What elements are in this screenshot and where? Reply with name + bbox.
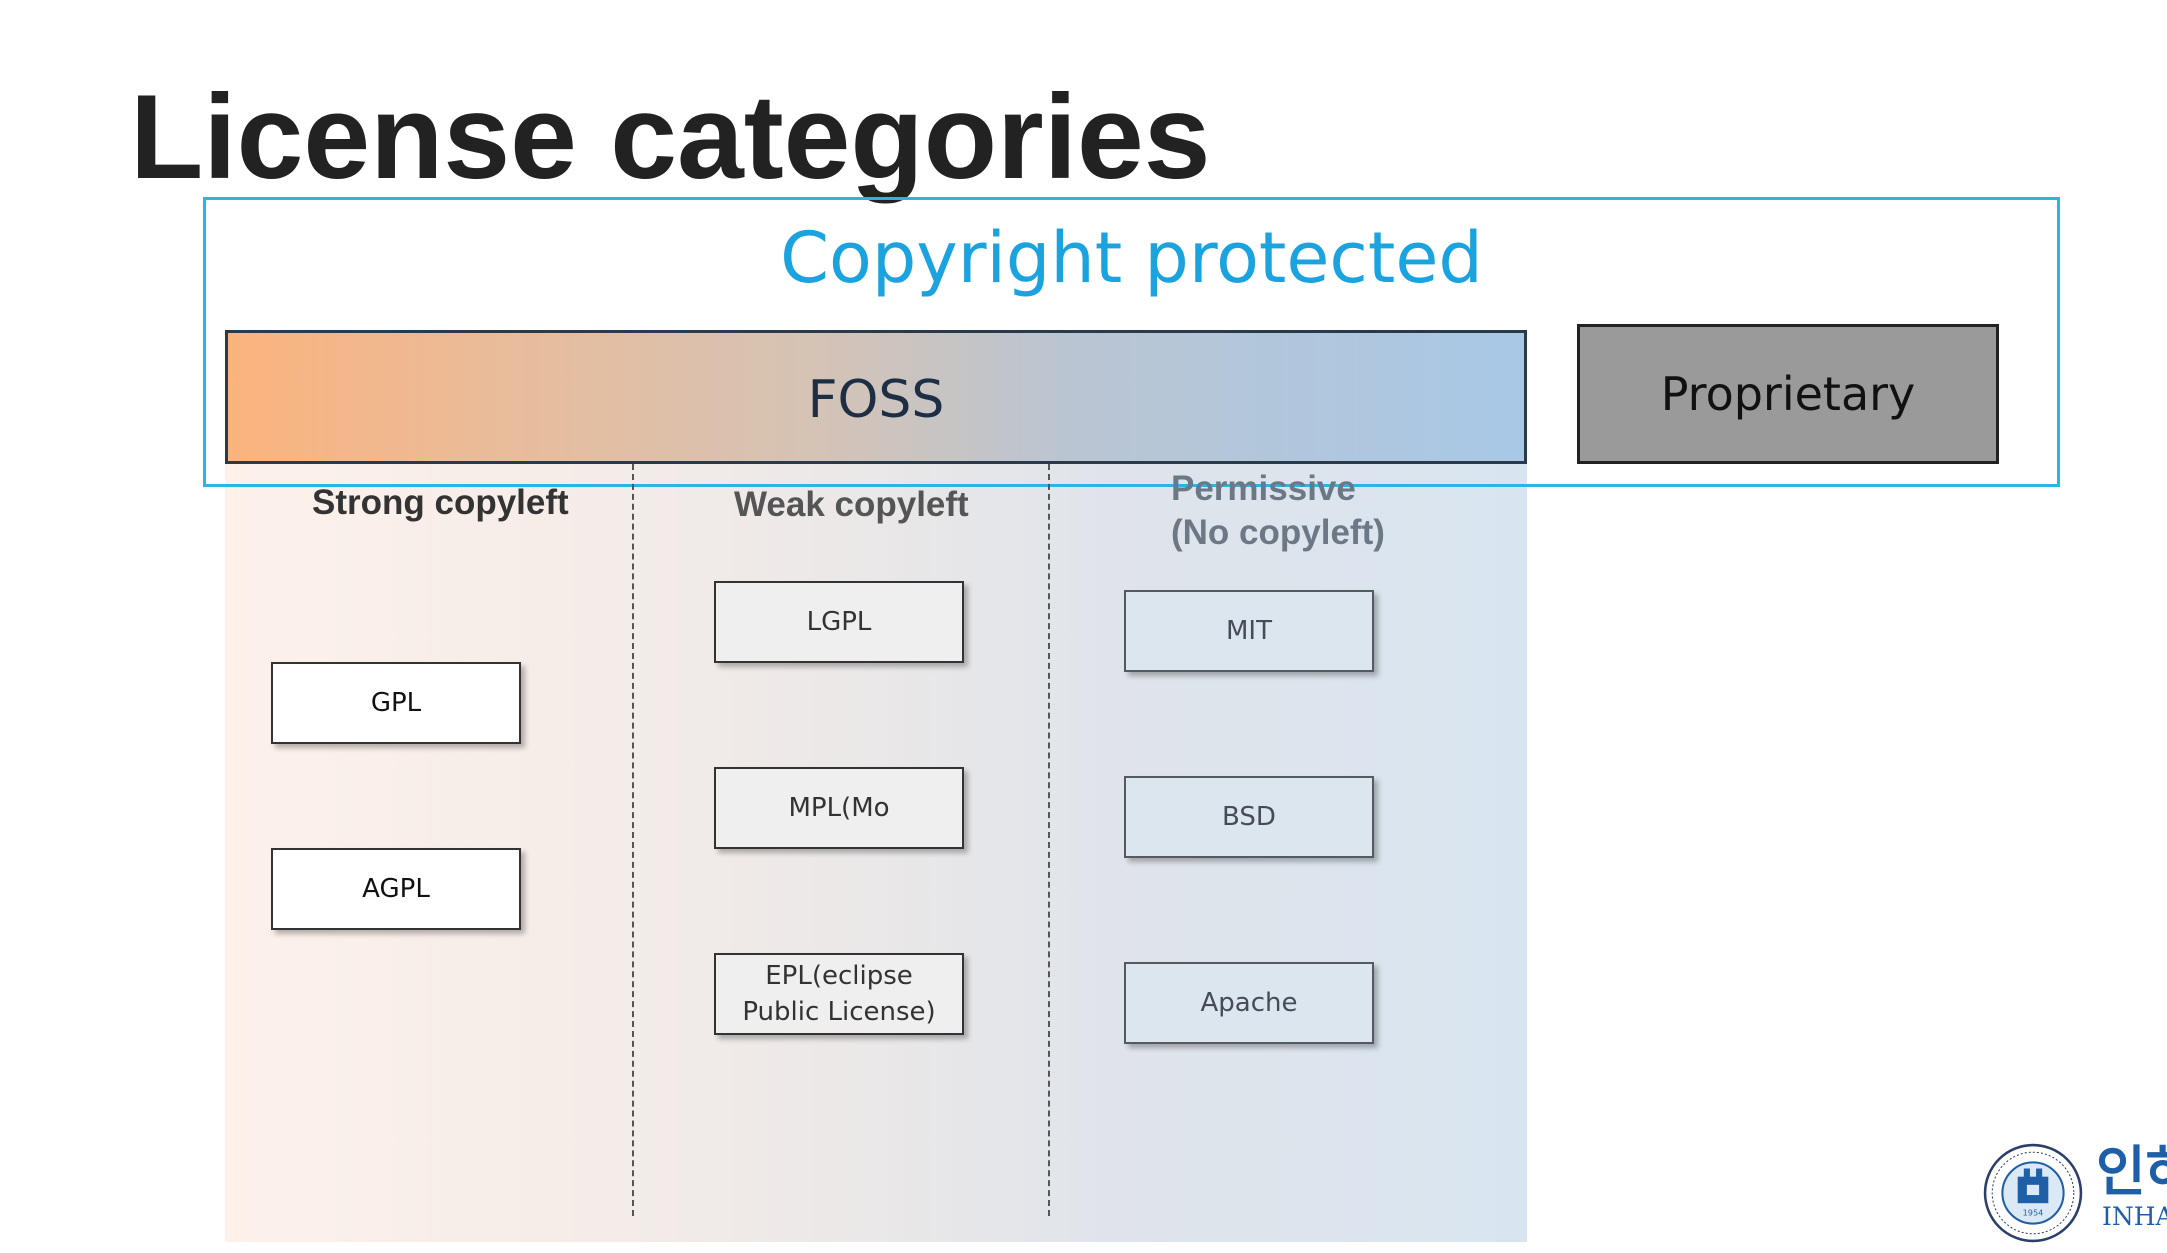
license-box-apache: Apache: [1124, 962, 1374, 1044]
license-box-gpl: GPL: [271, 662, 521, 744]
copyright-protected-frame: [203, 197, 2060, 487]
foss-bar: FOSS: [225, 330, 1527, 464]
license-box-bsd: BSD: [1124, 776, 1374, 858]
university-name-korean: 인하: [2096, 1140, 2167, 1203]
proprietary-label: Proprietary: [1660, 367, 1916, 421]
column-divider-1: [632, 464, 634, 1216]
license-box-lgpl: LGPL: [714, 581, 964, 663]
proprietary-box: Proprietary: [1577, 324, 1999, 464]
license-box-mit: MIT: [1124, 590, 1374, 672]
page-title: License categories: [130, 70, 1211, 204]
license-box-mpl: MPL(Mo: [714, 767, 964, 849]
copyright-protected-label: Copyright protected: [780, 217, 1483, 299]
column-divider-2: [1048, 464, 1050, 1216]
foss-label: FOSS: [807, 370, 945, 430]
permissive-heading-line1: Permissive: [1171, 469, 1356, 508]
weak-copyleft-heading: Weak copyleft: [734, 485, 969, 524]
university-seal-icon: 1954: [1983, 1143, 2083, 1243]
university-name-english: INHA: [2102, 1202, 2167, 1231]
permissive-heading-line2: (No copyleft): [1171, 513, 1385, 552]
license-box-epl: EPL(eclipse Public License): [714, 953, 964, 1035]
seal-year: 1954: [2023, 1207, 2044, 1217]
license-box-agpl: AGPL: [271, 848, 521, 930]
strong-copyleft-heading: Strong copyleft: [312, 483, 569, 522]
